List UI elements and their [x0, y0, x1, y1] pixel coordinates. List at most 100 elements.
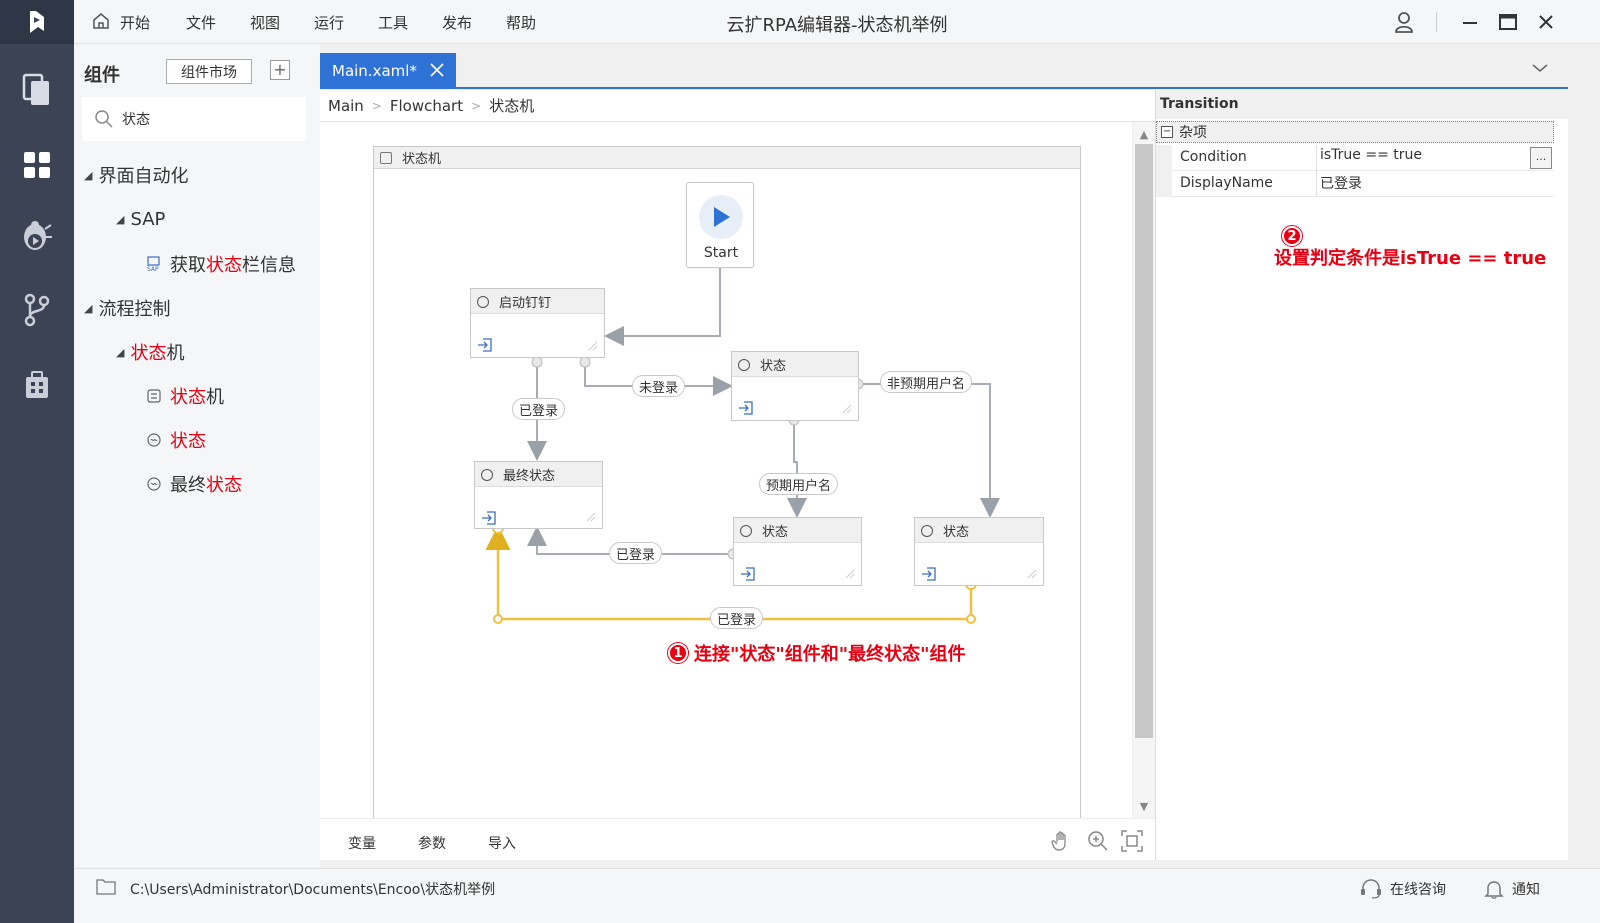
- divider: [1436, 12, 1437, 32]
- zoom-in-icon[interactable]: [1086, 829, 1110, 853]
- tree-item-state[interactable]: 状态: [146, 426, 206, 454]
- maximize-icon[interactable]: [1496, 10, 1520, 34]
- app-logo: [0, 0, 74, 44]
- transition-label-logged-2[interactable]: 已登录: [609, 542, 663, 564]
- search-input[interactable]: [122, 108, 298, 130]
- transition-label-not-logged[interactable]: 未登录: [632, 375, 686, 397]
- tab-arguments[interactable]: 参数: [418, 836, 446, 852]
- property-row-condition: Condition isTrue == true ...: [1156, 145, 1554, 171]
- condition-field[interactable]: isTrue == true: [1316, 145, 1554, 171]
- menu-tools[interactable]: 工具: [378, 14, 409, 32]
- menu-help[interactable]: 帮助: [506, 14, 537, 32]
- home-icon[interactable]: [92, 12, 110, 34]
- breadcrumb-flowchart[interactable]: Flowchart: [389, 96, 464, 115]
- entry-icon: [478, 338, 492, 352]
- state-node-launch[interactable]: 启动钉钉: [470, 288, 605, 358]
- menu-publish[interactable]: 发布: [442, 14, 473, 32]
- state-node-3[interactable]: 状态: [914, 517, 1044, 586]
- state-icon: [477, 296, 489, 308]
- menu-file[interactable]: 文件: [186, 14, 217, 32]
- online-consult-button[interactable]: 在线咨询: [1360, 879, 1446, 899]
- tab-imports[interactable]: 导入: [488, 836, 516, 852]
- breadcrumb-main[interactable]: Main: [328, 96, 364, 115]
- transition-label-logged-selected[interactable]: 已登录: [710, 607, 764, 629]
- files-icon[interactable]: [0, 60, 74, 120]
- transition-label-logged[interactable]: 已登录: [512, 398, 566, 420]
- fit-screen-icon[interactable]: [1120, 829, 1144, 853]
- package-icon[interactable]: [0, 355, 74, 415]
- panel-title: 组件: [84, 65, 120, 86]
- play-icon: [699, 195, 743, 239]
- sap-icon: SAP: [146, 256, 162, 273]
- menu-start[interactable]: 开始: [120, 14, 151, 32]
- branch-icon[interactable]: [0, 280, 74, 340]
- state-node-1[interactable]: 状态: [731, 351, 859, 421]
- folder-icon: [96, 879, 116, 895]
- debug-icon[interactable]: [0, 206, 74, 266]
- tab-main-xaml[interactable]: Main.xaml*: [320, 53, 456, 89]
- component-market-button[interactable]: 组件市场: [166, 59, 252, 84]
- designer-bottom-bar: 变量 参数 导入: [320, 818, 1155, 860]
- headset-icon: [1361, 879, 1381, 899]
- notification-button[interactable]: 通知: [1484, 879, 1540, 899]
- entry-icon: [922, 567, 936, 581]
- displayname-field[interactable]: 已登录: [1316, 171, 1554, 197]
- transition-label-expected-user[interactable]: 预期用户名: [759, 473, 839, 495]
- tab-variables[interactable]: 变量: [348, 836, 376, 852]
- tree-item-flow-control[interactable]: ◢ 流程控制: [84, 299, 171, 320]
- start-node[interactable]: Start: [686, 182, 754, 268]
- hand-icon[interactable]: [1050, 829, 1074, 853]
- state-icon: [740, 525, 752, 537]
- svg-text:SAP: SAP: [147, 266, 159, 272]
- tree-item-state-machine[interactable]: 状态机: [146, 382, 224, 410]
- transition-label-unexpected-user[interactable]: 非预期用户名: [880, 371, 973, 393]
- menu-run[interactable]: 运行: [314, 14, 345, 32]
- breadcrumb: Main > Flowchart > 状态机: [320, 90, 1155, 122]
- minimize-icon[interactable]: [1458, 10, 1482, 34]
- state-machine-header: 状态机: [374, 147, 1080, 169]
- state-icon: [146, 432, 162, 448]
- state-icon: [921, 525, 933, 537]
- breadcrumb-state-machine[interactable]: 状态机: [489, 97, 535, 115]
- annotation-1: 1 连接"状态"组件和"最终状态"组件: [668, 640, 966, 666]
- canvas-scrollbar[interactable]: ▲ ▼: [1133, 122, 1155, 818]
- scrollbar-thumb[interactable]: [1135, 144, 1153, 738]
- resize-grip-icon[interactable]: [845, 569, 855, 579]
- bell-icon: [1484, 881, 1504, 899]
- state-machine-icon: [380, 152, 392, 164]
- entry-icon: [741, 567, 755, 581]
- tree-item-ui-automation[interactable]: ◢ 界面自动化: [84, 166, 189, 187]
- final-state-node[interactable]: 最终状态: [474, 461, 603, 529]
- window-title: 云扩RPA编辑器-状态机举例: [726, 15, 948, 36]
- state-icon: [738, 359, 750, 371]
- add-icon[interactable]: +: [270, 60, 290, 80]
- menu-view[interactable]: 视图: [250, 14, 281, 32]
- property-group-misc[interactable]: − 杂项: [1156, 121, 1554, 143]
- properties-title: Transition: [1156, 89, 1569, 119]
- resize-grip-icon[interactable]: [1027, 569, 1037, 579]
- menubar: 开始 文件 视图 运行 工具 发布 帮助 云扩RPA编辑器-状态机举例: [74, 0, 1600, 44]
- resize-grip-icon[interactable]: [586, 512, 596, 522]
- components-icon[interactable]: [0, 135, 74, 195]
- tab-close-icon[interactable]: [426, 59, 448, 81]
- state-machine-icon: [146, 388, 162, 404]
- designer-canvas[interactable]: 状态机 Start: [320, 122, 1132, 818]
- resize-grip-icon[interactable]: [588, 341, 598, 351]
- final-state-icon: [481, 469, 493, 481]
- tree-item-final-state[interactable]: 最终状态: [146, 470, 242, 498]
- tree-item-sap[interactable]: ◢ SAP: [116, 208, 166, 230]
- collapse-icon[interactable]: −: [1161, 126, 1173, 138]
- close-icon[interactable]: [1534, 10, 1558, 34]
- user-icon[interactable]: [1392, 10, 1416, 34]
- chevron-down-icon[interactable]: [1530, 58, 1550, 78]
- statusbar: C:\Users\Administrator\Documents\Encoo\状…: [74, 868, 1600, 923]
- tree-item-state-machine-group[interactable]: ◢ 状态机: [116, 343, 185, 364]
- condition-editor-button[interactable]: ...: [1530, 147, 1552, 169]
- activity-bar: [0, 0, 74, 923]
- resize-grip-icon[interactable]: [842, 404, 852, 414]
- state-node-2[interactable]: 状态: [733, 517, 862, 586]
- tree-item-get-statusbar[interactable]: SAP 获取状态栏信息: [146, 255, 296, 276]
- scroll-up-icon[interactable]: ▲: [1139, 127, 1149, 141]
- scroll-down-icon[interactable]: ▼: [1139, 799, 1149, 813]
